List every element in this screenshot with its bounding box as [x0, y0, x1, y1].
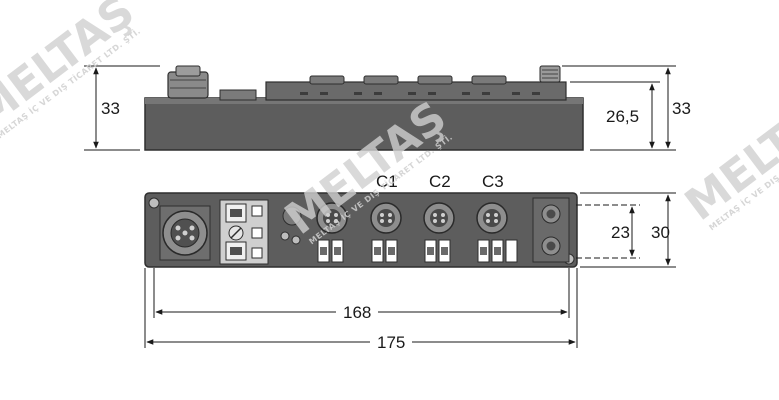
front-outer-width-label: 175	[377, 333, 405, 352]
side-housing	[144, 97, 584, 151]
port-label-c3: C3	[482, 172, 504, 191]
front-inner-height-label: 23	[611, 223, 630, 242]
side-right-outer-dimension: 33	[562, 65, 691, 151]
side-port-bumps	[309, 75, 507, 85]
side-left-height-label: 33	[101, 99, 120, 118]
port-label-c1: C1	[376, 172, 398, 191]
watermark-left: MELTAŞ MELTAŞ İÇ VE DIŞ TİCARET LTD. ŞTİ…	[0, 0, 144, 140]
front-outer-height-dimension: 30	[580, 192, 676, 268]
front-inner-height-dimension: 23	[576, 204, 640, 259]
rotary-switch-panel	[219, 199, 269, 265]
side-small-connector-icon	[539, 65, 561, 83]
front-view: C1 C2 C3 23 30 168	[144, 172, 676, 352]
front-inner-width-dimension: 168	[153, 268, 570, 322]
watermark-right: MELTAŞ MELTAŞ İÇ VE DIŞ TİCARET LTD. ŞTİ…	[676, 78, 779, 233]
port-c0-icon	[316, 202, 348, 263]
status-led-icon	[280, 206, 302, 245]
mounting-hole-left-icon	[148, 197, 160, 209]
port-label-c2: C2	[429, 172, 451, 191]
front-inner-width-label: 168	[343, 303, 371, 322]
side-right-inner-dimension: 26,5	[570, 81, 660, 151]
power-connector-icon	[159, 205, 211, 261]
port-c3-icon	[476, 202, 518, 263]
side-top-block	[265, 81, 567, 101]
side-left-height-dimension: 33	[84, 65, 160, 151]
port-c1-icon	[370, 202, 402, 263]
front-outer-height-label: 30	[651, 223, 670, 242]
side-right-outer-label: 33	[672, 99, 691, 118]
front-outer-width-dimension: 175	[144, 268, 578, 352]
bus-connector-icon	[532, 197, 570, 263]
side-right-inner-label: 26,5	[606, 107, 639, 126]
port-c2-icon	[423, 202, 455, 263]
watermark-right-brand: MELTAŞ	[676, 78, 779, 231]
side-connector-icon	[167, 65, 209, 99]
side-view: 33 26,5 33	[84, 65, 691, 151]
